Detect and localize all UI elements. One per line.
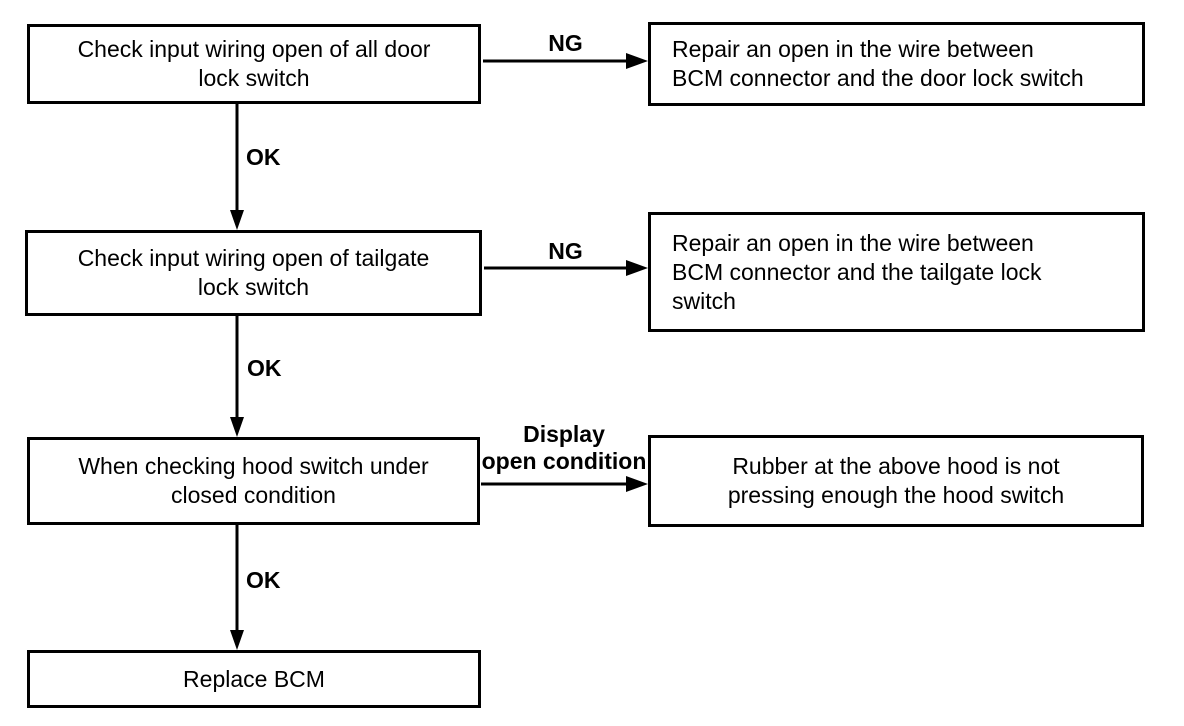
arrowhead-ok-door-lock-icon (230, 210, 244, 230)
arrowhead-ok-tailgate-icon (230, 417, 244, 437)
flow-box-text: Replace BCM (183, 665, 325, 692)
flow-box-text: Check input wiring open of all door lock… (77, 36, 431, 91)
flow-box-text: Rubber at the above hood is not pressing… (727, 453, 1065, 508)
flow-box-check-tailgate-lock-switch: Check input wiring open of tailgate lock… (25, 230, 482, 316)
arrowhead-display-open-icon (626, 476, 648, 492)
flow-box-replace-bcm: Replace BCM (27, 650, 481, 708)
edge-label-ok-hood-switch: OK (246, 567, 281, 593)
flow-box-text: Repair an open in the wire between BCM c… (672, 36, 1084, 91)
flow-box-rubber-hood-not-pressing: Rubber at the above hood is not pressing… (648, 435, 1144, 527)
edge-label-ng-door-lock: NG (548, 30, 583, 56)
edge-label-display-open-condition: Display open condition (481, 421, 647, 474)
flow-box-check-hood-switch: When checking hood switch under closed c… (27, 437, 480, 525)
edge-label-ok-tailgate-lock: OK (247, 355, 282, 381)
flow-box-text: When checking hood switch under closed c… (78, 453, 429, 508)
edge-label-ng-tailgate-lock: NG (548, 238, 583, 264)
arrowhead-ng-door-lock-icon (626, 53, 648, 69)
arrowhead-ok-hood-icon (230, 630, 244, 650)
flow-box-repair-door-lock-wire: Repair an open in the wire between BCM c… (648, 22, 1145, 106)
flow-box-text: Check input wiring open of tailgate lock… (77, 245, 430, 300)
flow-box-check-door-lock-switch: Check input wiring open of all door lock… (27, 24, 481, 104)
edge-label-ok-door-lock: OK (246, 144, 281, 170)
flow-box-repair-tailgate-lock-wire: Repair an open in the wire between BCM c… (648, 212, 1145, 332)
arrowhead-ng-tailgate-icon (626, 260, 648, 276)
flow-box-text: Repair an open in the wire between BCM c… (672, 229, 1042, 314)
